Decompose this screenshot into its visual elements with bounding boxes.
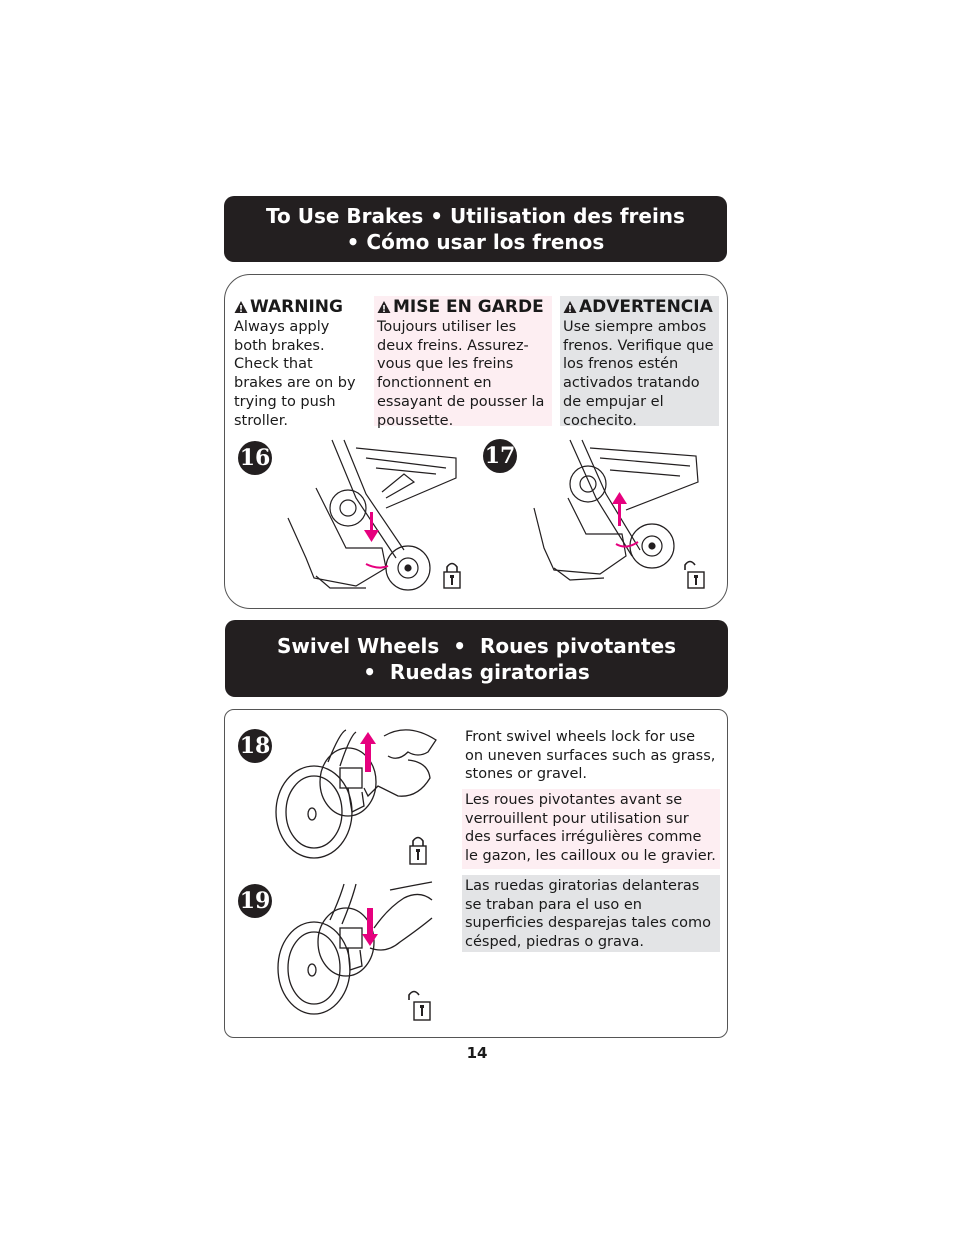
warning-heading-es: ADVERTENCIA: [579, 297, 713, 317]
brake-release-illustration: [533, 439, 705, 589]
swivel-title-line1: Swivel Wheels • Roues pivotantes: [276, 633, 677, 658]
warning-spanish: ADVERTENCIA Use siempre ambos frenos. Ve…: [560, 296, 719, 429]
warning-triangle-icon: [377, 301, 391, 313]
padlock-locked-icon: [409, 836, 427, 865]
step-number-17: 17: [483, 439, 517, 473]
down-arrow-icon: [364, 512, 379, 542]
up-arrow-icon: [360, 732, 376, 772]
warning-heading-fr: MISE EN GARDE: [393, 297, 544, 317]
brake-apply-illustration: [287, 439, 461, 591]
warning-triangle-icon: [563, 301, 577, 313]
step-number-18: 18: [238, 729, 272, 763]
swivel-text-english: Front swivel wheels lock for use on unev…: [465, 729, 716, 783]
brakes-title-line1: To Use Brakes • Utilisation des freins: [266, 204, 685, 228]
swivel-lock-illustration: [275, 729, 437, 865]
brakes-title-line2: • Cómo usar los frenos: [346, 230, 605, 254]
warning-text-fr: Toujours utiliser les deux freins. Assur…: [377, 319, 545, 429]
swivel-panel: [224, 709, 728, 1038]
step-number-16: 16: [238, 441, 272, 475]
swivel-text-french: Les roues pivotantes avant se verrouille…: [462, 789, 720, 869]
swivel-text-spanish: Las ruedas giratorias delanteras se trab…: [462, 875, 720, 952]
warning-text-es: Use siempre ambos frenos. Verifique que …: [563, 319, 714, 429]
padlock-unlocked-icon: [684, 560, 705, 589]
warning-triangle-icon: [234, 301, 248, 313]
swivel-title-line2: • Ruedas giratorias: [363, 659, 590, 684]
warning-text-en: Always apply both brakes. Check that bra…: [234, 319, 356, 429]
warning-french: MISE EN GARDE Toujours utiliser les deux…: [374, 296, 552, 429]
page-number: 14: [466, 1044, 488, 1062]
down-arrow-icon: [362, 908, 378, 946]
swivel-unlock-illustration: [277, 881, 433, 1021]
brakes-section-banner: To Use Brakes • Utilisation des freins •…: [224, 196, 727, 262]
warning-heading-en: WARNING: [250, 297, 343, 317]
padlock-unlocked-icon: [408, 990, 431, 1021]
step-number-19: 19: [238, 884, 272, 918]
up-arrow-icon: [612, 492, 627, 526]
warning-english: WARNING Always apply both brakes. Check …: [231, 296, 368, 429]
padlock-locked-icon: [443, 562, 461, 589]
swivel-section-banner: Swivel Wheels • Roues pivotantes • Rueda…: [225, 620, 728, 697]
